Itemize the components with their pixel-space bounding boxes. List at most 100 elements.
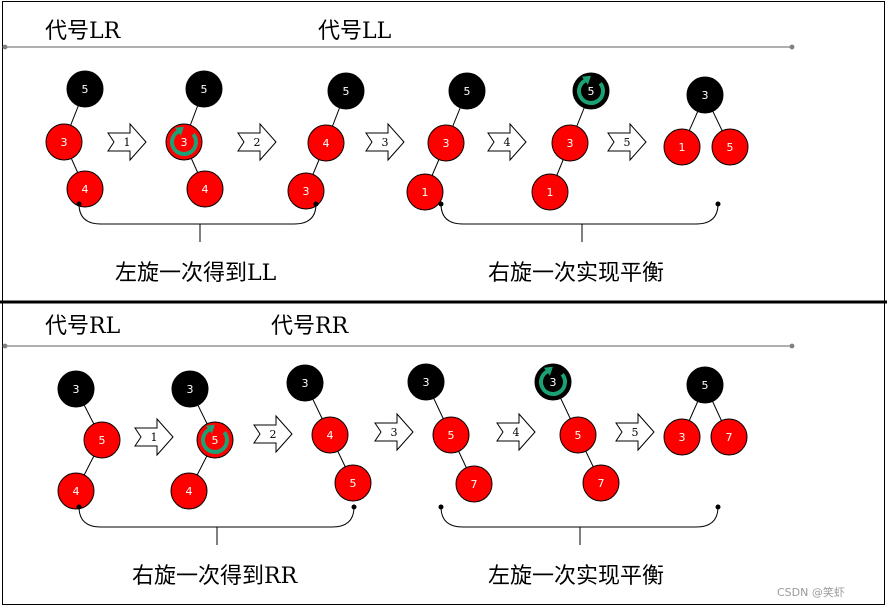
- brace-curve: [440, 203, 719, 225]
- node-value: 3: [550, 376, 557, 389]
- tree-node: 3: [663, 418, 701, 456]
- node-value: 3: [302, 377, 309, 390]
- node-value: 3: [423, 376, 430, 389]
- tree-node: 5: [185, 70, 223, 108]
- step-number: 5: [632, 426, 639, 439]
- node-circle: [186, 170, 224, 208]
- caption-right: 左旋一次实现平衡: [488, 564, 664, 589]
- tree-3: 3 4 5: [286, 364, 372, 502]
- brace-end-dot: [715, 504, 721, 510]
- code-label-ll: 代号LL: [318, 19, 392, 44]
- node-value: 5: [82, 83, 89, 96]
- node-value: 4: [73, 485, 80, 498]
- rotate-arc: [577, 77, 605, 105]
- node-value: 4: [202, 183, 209, 196]
- node-value: 5: [727, 141, 734, 154]
- node-circle: [286, 364, 324, 402]
- tree-node: 3: [171, 370, 209, 408]
- step-arrow-3: 3: [374, 412, 414, 452]
- node-circle: [66, 70, 104, 108]
- tree-node: 1: [531, 173, 569, 211]
- rotate-arrowhead: [543, 366, 553, 376]
- step-arrow-1: 1: [107, 122, 147, 162]
- tree-node: 4: [66, 170, 104, 208]
- brace-end-dot: [76, 201, 82, 207]
- brace-right: [438, 201, 721, 242]
- node-circle: [185, 70, 223, 108]
- watermark: CSDN @笑虾: [777, 585, 845, 599]
- node-value: 5: [350, 477, 357, 490]
- node-value: 4: [327, 429, 334, 442]
- node-value: 3: [567, 137, 574, 150]
- node-circle: [307, 124, 345, 162]
- tree-node: 5: [432, 416, 470, 454]
- tree-node: 5: [196, 421, 234, 459]
- step-arrow-5: 5: [615, 412, 655, 452]
- node-circle: [582, 464, 620, 502]
- brace-curve: [440, 506, 719, 528]
- tree-node: 5: [448, 72, 486, 110]
- node-value: 3: [61, 136, 68, 149]
- arrow-shape: [607, 122, 647, 162]
- node-value: 3: [702, 89, 709, 102]
- step-number: 3: [391, 426, 398, 439]
- node-value: 7: [598, 477, 605, 490]
- brace-right: [438, 504, 721, 545]
- tree-node: 3: [45, 123, 83, 161]
- node-value: 3: [443, 137, 450, 150]
- node-circle: [83, 421, 121, 459]
- rotate-icon: [577, 75, 605, 105]
- brace-end-dot: [313, 201, 319, 207]
- step-number: 5: [624, 136, 631, 149]
- node-circle: [427, 124, 465, 162]
- node-circle: [686, 76, 724, 114]
- brace-end-dot: [715, 201, 721, 207]
- tree-node: 7: [710, 418, 748, 456]
- step-number: 3: [382, 136, 389, 149]
- node-circle: [406, 173, 444, 211]
- node-value: 5: [448, 429, 455, 442]
- rotate-arrowhead: [205, 424, 215, 434]
- node-circle: [448, 72, 486, 110]
- node-circle: [45, 123, 83, 161]
- node-value: 5: [702, 379, 709, 392]
- node-circle: [531, 173, 569, 211]
- arrow-shape: [615, 412, 655, 452]
- node-value: 5: [588, 85, 595, 98]
- node-value: 4: [323, 137, 330, 150]
- rotate-icon: [539, 366, 567, 396]
- tree-node: 4: [57, 472, 95, 510]
- node-circle: [663, 128, 701, 166]
- tree-node: 4: [311, 416, 349, 454]
- caption-left: 右旋一次得到RR: [132, 564, 299, 589]
- node-circle: [171, 370, 209, 408]
- step-number: 2: [254, 136, 261, 149]
- tree-node: 3: [407, 363, 445, 401]
- node-value: 7: [471, 478, 478, 491]
- node-value: 3: [303, 185, 310, 198]
- tree-node: 1: [406, 173, 444, 211]
- step-arrow-4: 4: [487, 122, 527, 162]
- node-circle: [287, 172, 325, 210]
- node-value: 5: [343, 85, 350, 98]
- node-value: 5: [575, 429, 582, 442]
- brace-end-dot: [351, 504, 357, 510]
- node-circle: [57, 472, 95, 510]
- tree-node: 3: [427, 124, 465, 162]
- node-value: 3: [187, 383, 194, 396]
- rotate-arrowhead: [174, 126, 184, 136]
- tree-node: 3: [165, 123, 203, 161]
- node-circle: [455, 465, 493, 503]
- step-arrow-2: 2: [253, 414, 293, 454]
- step-arrow-4: 4: [496, 412, 536, 452]
- arrow-shape: [374, 412, 414, 452]
- tree-2: 5 3 4: [165, 70, 224, 208]
- arrow-shape: [134, 417, 174, 457]
- node-value: 4: [82, 183, 89, 196]
- step-arrow-3: 3: [365, 122, 405, 162]
- tree-2: 354: [170, 370, 234, 510]
- node-circle: [686, 366, 724, 404]
